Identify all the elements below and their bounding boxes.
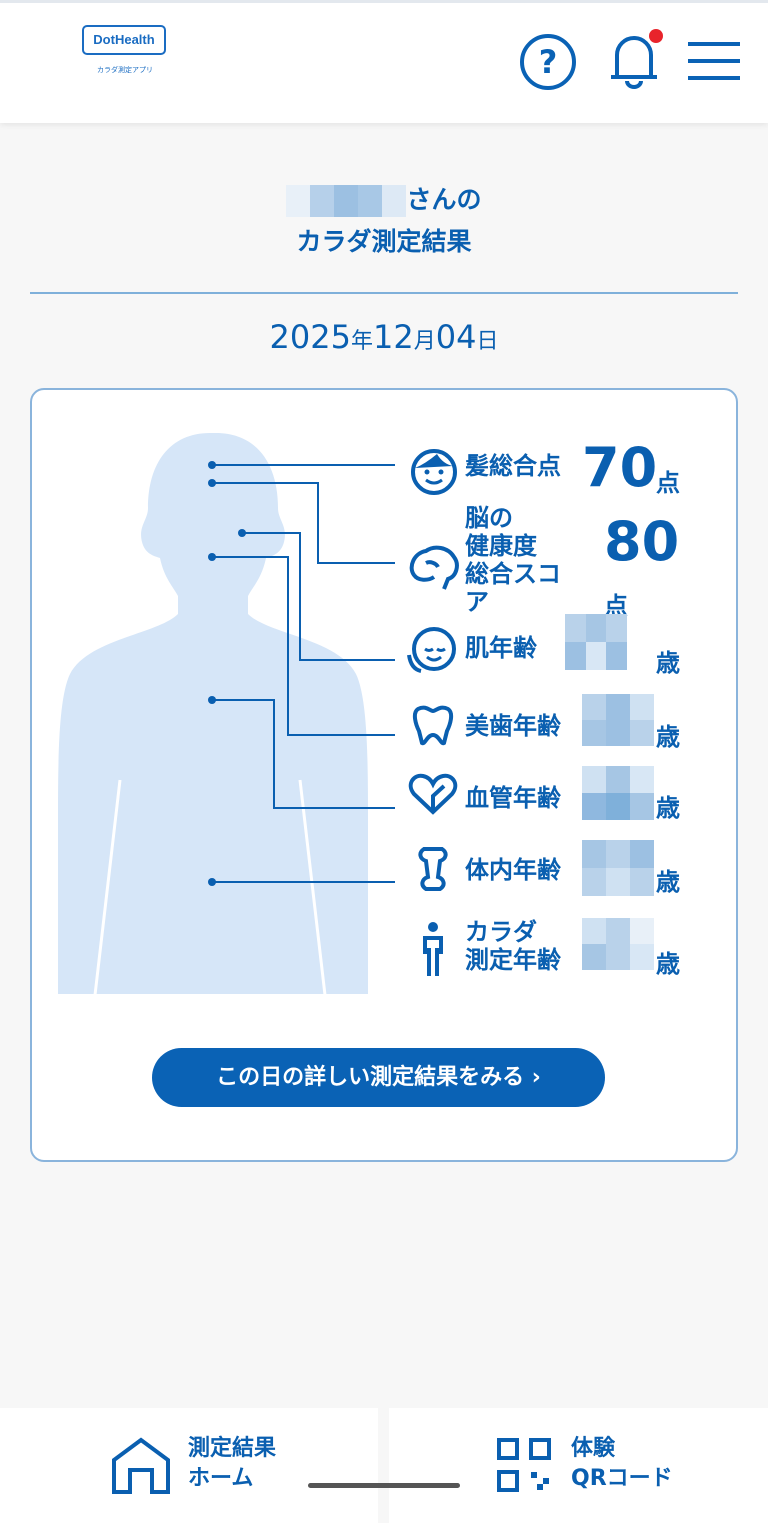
blurred-vessel-age (582, 766, 654, 820)
notification-dot (649, 29, 663, 43)
body-silhouette (58, 433, 368, 994)
svg-text:?: ? (539, 43, 558, 81)
face-icon (411, 449, 457, 495)
blurred-user-name (286, 185, 407, 217)
app-header: DotHealth カラダ測定アプリ ? (0, 0, 768, 123)
logo-subtitle: カラダ測定アプリ (97, 66, 153, 74)
menu-icon[interactable] (688, 41, 740, 81)
nav-results-home[interactable]: 測定結果ホーム (0, 1408, 378, 1523)
heart-icon (408, 773, 458, 815)
skin-age-unit: 歳 (656, 649, 680, 677)
body-diagram (58, 433, 395, 996)
internal-age-label: 体内年齢 (465, 856, 561, 884)
divider (30, 292, 738, 294)
hair-score-value: 70 (582, 436, 658, 499)
person-icon (423, 922, 443, 976)
hair-score-row: 髪総合点 (465, 452, 561, 480)
body-age-label: カラダ測定年齢 (465, 918, 561, 974)
brain-icon (409, 545, 459, 590)
logo[interactable]: DotHealth (82, 25, 166, 55)
brain-score-label: 脳の健康度総合スコア (465, 504, 561, 616)
page-title-line1: さんの (0, 180, 768, 217)
bone-icon (418, 847, 448, 891)
skin-age-label: 肌年齢 (465, 634, 537, 662)
bell-icon[interactable] (603, 25, 665, 89)
brain-score-value: 80 (604, 510, 680, 573)
vessel-age-label: 血管年齢 (465, 784, 561, 812)
home-icon (112, 1437, 170, 1494)
body-age-unit: 歳 (656, 950, 680, 978)
internal-age-unit: 歳 (656, 868, 680, 896)
home-indicator (308, 1483, 460, 1488)
chevron-right-icon: › (531, 1065, 541, 1090)
tooth-age-label: 美歯年齢 (465, 712, 561, 740)
blurred-tooth-age (582, 694, 654, 746)
measurement-date: 2025年12月04日 (269, 318, 499, 356)
page-title-line2: カラダ測定結果 (296, 227, 472, 256)
blurred-skin-age (565, 614, 627, 670)
tooth-age-unit: 歳 (656, 723, 680, 751)
tooth-icon (412, 705, 454, 746)
blurred-internal-age (582, 840, 654, 896)
vessel-age-unit: 歳 (656, 794, 680, 822)
skin-face-icon (407, 627, 456, 673)
help-icon[interactable]: ? (519, 33, 577, 91)
blurred-body-age (582, 918, 654, 970)
view-details-button[interactable]: この日の詳しい測定結果をみる › (152, 1048, 605, 1107)
qr-code-icon (497, 1438, 551, 1492)
hair-score-unit: 点 (656, 469, 680, 497)
